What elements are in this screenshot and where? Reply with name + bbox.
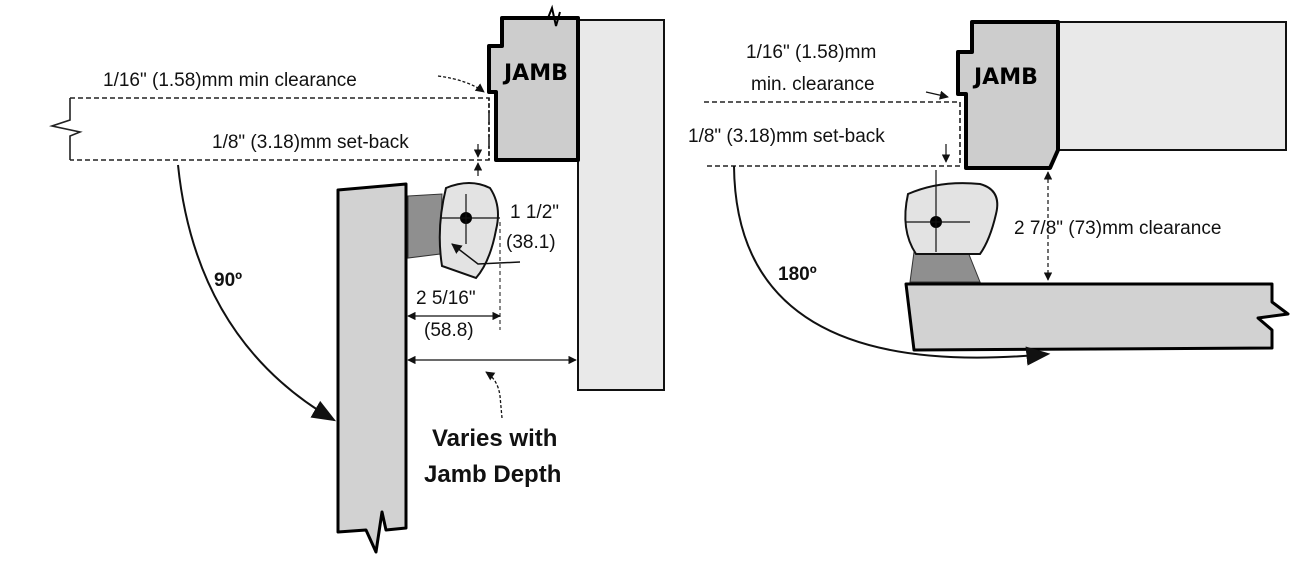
- left-rotation-arrow: [451, 243, 521, 265]
- right-closed-door-outline: [704, 101, 961, 167]
- left-pivot-dim-2: (38.1): [506, 232, 556, 253]
- right-clearance-leader: [925, 90, 949, 100]
- left-offset-dim-2: (58.8): [424, 320, 474, 341]
- left-jamb: [487, 16, 580, 162]
- left-angle-label: 90º: [214, 270, 242, 291]
- right-clearance-label: 2 7/8" (73)mm clearance: [1014, 218, 1221, 239]
- left-pivot-dim-1: 1 1/2": [510, 202, 559, 223]
- left-wall: [577, 19, 665, 391]
- right-hinge-arm: [909, 251, 981, 283]
- right-hinge-body: [904, 182, 999, 255]
- left-hinge-body: [438, 182, 499, 280]
- left-figure-90-degree: JAMB 1/16" (1.58)mm min clearance 1/8" (…: [48, 4, 665, 554]
- right-jamb: [956, 20, 1060, 170]
- left-jamb-break: [547, 4, 561, 27]
- left-varies-line-2: Jamb Depth: [424, 461, 561, 488]
- right-open-door: [904, 282, 1290, 352]
- left-varies-line-1: Varies with: [432, 425, 557, 452]
- left-setback-label: 1/8" (3.18)mm set-back: [212, 132, 409, 153]
- right-angle-label: 180º: [778, 264, 817, 285]
- right-jamb-label: JAMB: [972, 65, 1038, 90]
- left-min-clearance-label: 1/16" (1.58)mm min clearance: [103, 70, 357, 91]
- left-open-door: [336, 182, 408, 554]
- right-figure-180-degree: JAMB 1/16" (1.58)mm min. clearance 1/8" …: [688, 20, 1290, 366]
- right-min-clearance-label-2: min. clearance: [751, 74, 875, 95]
- right-swing-arc: [733, 165, 1051, 366]
- left-offset-dim-1: 2 5/16": [416, 288, 476, 309]
- left-clearance-leader: [437, 75, 485, 93]
- right-setback-label: 1/8" (3.18)mm set-back: [688, 126, 885, 147]
- right-min-clearance-label-1: 1/16" (1.58)mm: [746, 42, 876, 63]
- right-wall: [1049, 21, 1287, 151]
- left-swing-arc: [177, 164, 337, 422]
- left-closed-door-break: [48, 98, 83, 160]
- left-jamb-label: JAMB: [502, 61, 568, 86]
- left-varies-leader: [485, 371, 503, 419]
- left-hinge-arm: [407, 193, 443, 259]
